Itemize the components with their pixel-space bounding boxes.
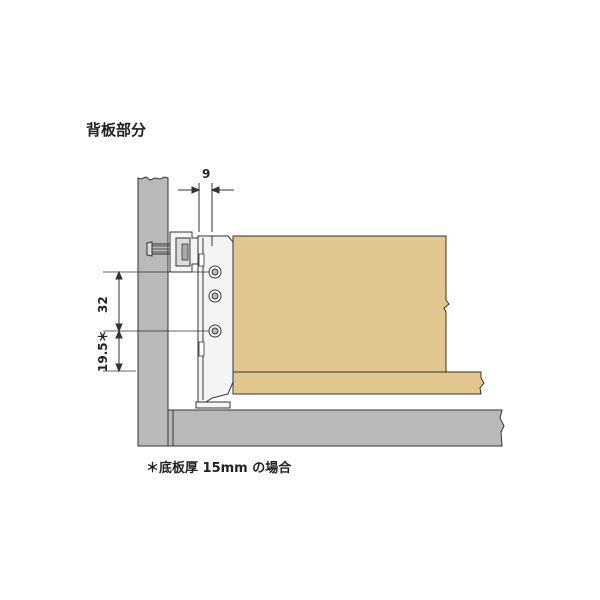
bottom-board xyxy=(167,409,505,447)
dimension-height xyxy=(103,270,209,373)
back-panel xyxy=(137,176,169,447)
drawer-back-board xyxy=(232,235,450,373)
dimension-width-label: 9 xyxy=(202,167,210,181)
dimension-lower-label: 19.5＊ xyxy=(96,330,110,372)
footnote: ＊底板厚 15mm の場合 xyxy=(146,461,292,476)
dimension-width xyxy=(178,183,234,232)
dimension-upper-label: 32 xyxy=(96,296,110,313)
diagram-title: 背板部分 xyxy=(86,121,147,139)
drawer-bottom-board xyxy=(232,371,485,395)
screw xyxy=(146,241,172,257)
